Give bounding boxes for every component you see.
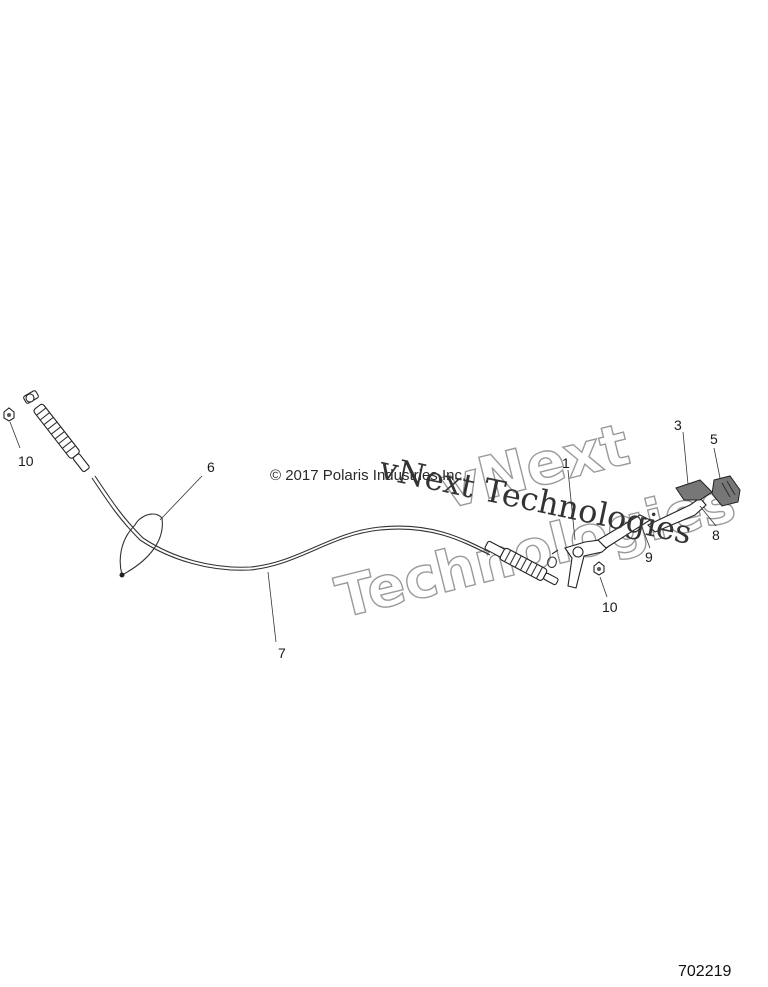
callout-5: 5 [710,431,718,447]
callout-9: 9 [645,549,653,565]
diagram-id: 702219 [678,963,731,980]
callout-labels: 10 6 7 1 3 5 8 9 10 [18,417,720,661]
callout-3: 3 [674,417,682,433]
shift-knob [711,475,741,507]
callout-10-right: 10 [602,599,618,615]
copyright-text: © 2017 Polaris Industries Inc. [270,467,466,484]
callout-8: 8 [712,527,720,543]
spring-clip [547,549,559,569]
cable-end-right [484,540,559,586]
leader-lines [159,431,721,643]
leader-10-left [9,421,21,449]
callout-7: 7 [278,645,286,661]
nut-right [593,561,605,576]
shift-cable [91,475,491,578]
shift-handle [647,479,713,533]
callout-6: 6 [207,459,215,475]
callout-1: 1 [562,455,570,471]
callout-10-left: 10 [18,453,34,469]
nut-left [3,407,15,422]
cable-end-left [23,390,90,473]
shift-lever-bracket [564,514,652,589]
